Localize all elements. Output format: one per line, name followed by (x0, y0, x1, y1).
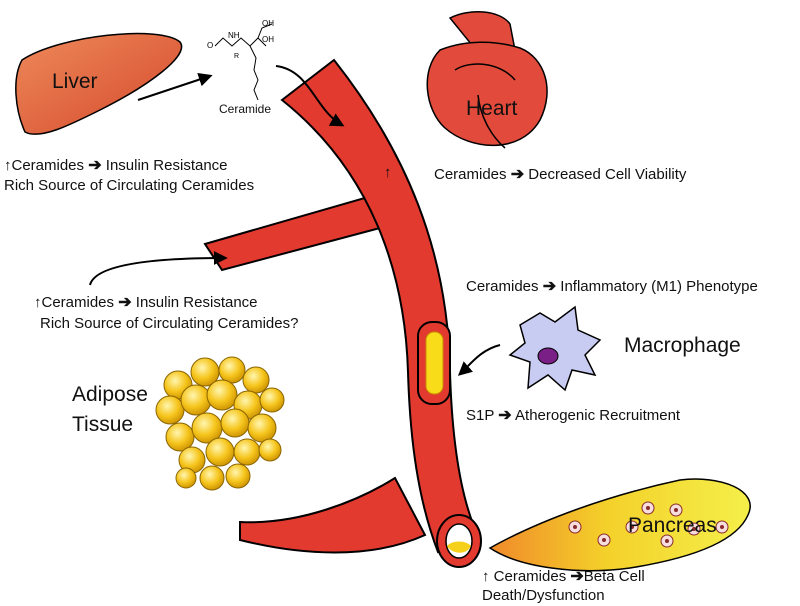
islet-nucleus (720, 525, 724, 529)
macrophage-cell (508, 305, 602, 392)
macrophage-annotation-top: Ceramides ➔ Inflammatory (M1) Phenotype (466, 278, 758, 295)
fat-cell (259, 387, 285, 413)
adipose-tissue-label: Adipose Tissue (72, 383, 148, 436)
ceramide-to-vessel-arrow (275, 65, 345, 127)
vessel-up-arrow-icon: ↑ (384, 164, 392, 181)
liver-annotation-line1: ↑Ceramides ➔ Insulin Resistance (4, 157, 228, 174)
ceramide-atom-o: O (207, 41, 213, 50)
ceramide-atom-oh-top: OH (262, 19, 274, 28)
macrophage-label: Macrophage (624, 334, 741, 357)
fat-cell (218, 356, 246, 384)
islet-nucleus (692, 527, 696, 531)
ceramide-atom-nh: NH (228, 31, 240, 40)
fat-cell (206, 379, 238, 411)
pancreatic-islets (568, 501, 729, 548)
vessel-main-trunk (280, 58, 482, 554)
heart-label: Heart (466, 97, 518, 120)
up-arrow-icon: ↑ (4, 157, 12, 174)
macrophage-to-plaque-arrow (457, 344, 501, 376)
fat-cell (220, 408, 250, 438)
islet-nucleus (665, 539, 669, 543)
right-arrow-icon: ➔ (542, 278, 557, 295)
islet-nucleus (573, 525, 577, 529)
adipose-to-vessel-arrow (89, 251, 228, 286)
liver-organ (15, 32, 183, 135)
islet-nucleus (602, 538, 606, 542)
vessel-side-branch (203, 193, 382, 272)
liver-label: Liver (52, 70, 98, 93)
islet-nucleus (646, 506, 650, 510)
ceramide-atom-r: R (234, 53, 239, 60)
fat-cell (247, 413, 277, 443)
right-arrow-icon: ➔ (118, 294, 132, 311)
fat-cell (205, 437, 235, 467)
fat-cell (233, 438, 261, 466)
islet-nucleus (674, 508, 678, 512)
right-arrow-icon: ➔ (570, 568, 584, 585)
pancreas-annotation-line2: Death/Dysfunction (482, 587, 605, 604)
fat-cell (165, 422, 195, 452)
ceramide-label: Ceramide (219, 102, 272, 116)
blood-vessel (203, 58, 482, 568)
islet-nucleus (630, 525, 634, 529)
vessel-lower-branch (239, 476, 427, 554)
right-arrow-icon: ➔ (498, 407, 512, 424)
pancreas-label: Pancreas (628, 514, 717, 537)
fat-cell (180, 384, 212, 416)
pancreas-organ (488, 478, 751, 572)
fat-cell (225, 463, 251, 489)
heart-organ (426, 11, 548, 149)
fat-cell (175, 467, 197, 489)
up-arrow-icon: ↑ (482, 568, 490, 585)
adipose-annotation-line2: Rich Source of Circulating Ceramides? (40, 315, 299, 332)
adipose-tissue (155, 356, 285, 491)
fat-cell (258, 438, 282, 462)
fat-cell (199, 465, 225, 491)
right-arrow-icon: ➔ (510, 166, 525, 183)
right-arrow-icon: ➔ (88, 157, 102, 174)
vessel-opening-inner (445, 523, 473, 559)
macrophage-nucleus (537, 347, 559, 365)
liver-to-ceramide-arrow (137, 72, 213, 101)
up-arrow-icon: ↑ (34, 294, 42, 311)
fat-cell (242, 366, 270, 394)
vessel-opening-plaque (447, 541, 471, 553)
pancreas-annotation-line1: ↑ Ceramides ➔Beta Cell (482, 568, 645, 585)
ceramide-atom-oh: OH (262, 35, 274, 44)
adipose-annotation-line1: ↑Ceramides ➔ Insulin Resistance (34, 294, 258, 311)
heart-annotation: Ceramides ➔ Decreased Cell Viability (434, 166, 687, 183)
macrophage-annotation-bottom: S1P ➔ Atherogenic Recruitment (466, 407, 681, 424)
fat-cell (155, 395, 185, 425)
plaque-core (425, 331, 444, 395)
ceramide-molecule (214, 23, 273, 101)
liver-annotation-line2: Rich Source of Circulating Ceramides (4, 177, 255, 194)
